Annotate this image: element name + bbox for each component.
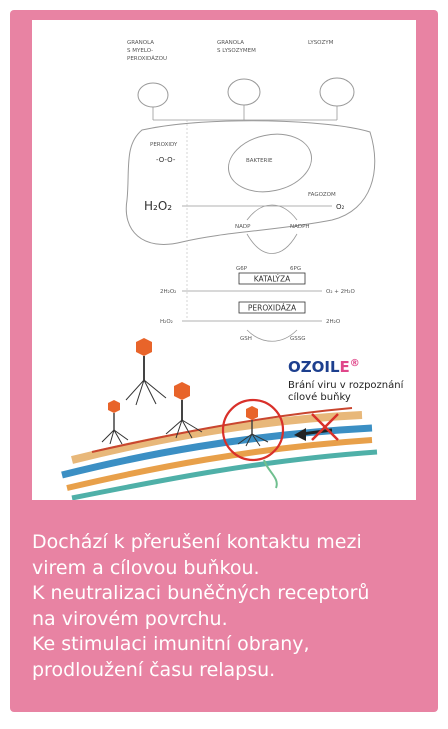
katalyza-box [238, 272, 306, 285]
peroxidy-label: PEROXIDY [150, 142, 178, 148]
phagosome [228, 133, 312, 193]
6pg-label: 6PG [290, 266, 301, 272]
fagozom-label: FAGOZOM [308, 192, 336, 198]
o2-label: O₂ [336, 203, 345, 211]
katalyza-left: 2H₂O₂ [160, 289, 176, 295]
peroxidaza-left: H₂O₂ [160, 319, 173, 325]
cell-membrane [61, 407, 378, 500]
peroxide-molecule: -O-O- [156, 156, 176, 164]
lysozyme-label: LYSOZYM [308, 40, 334, 46]
granule-mpo-label-2: S MYELO- [127, 48, 153, 54]
granule-mpo-label-3: PEROXIDÁZOU [127, 55, 167, 62]
phagosome-diagram: GRANOLA S MYELO- PEROXIDÁZOU GRANOLA S L… [61, 40, 405, 500]
caption-text: Dochází k přerušení kontaktu mezi virem … [32, 530, 432, 683]
caption-line: virem a cílovou buňkou. [32, 556, 260, 579]
description-line-1: Brání viru v rozpoznání [288, 379, 405, 391]
bakterie-label: BAKTERIE [246, 158, 273, 164]
granule-lys-label-1: GRANOLA [217, 40, 244, 46]
ozoile-logo: OZOILE® [288, 358, 360, 376]
description-line-2: cílové buňky [288, 391, 351, 403]
blocked-receptor-circle [221, 398, 285, 462]
caption-line: Ke stimulaci imunitní obrany, [32, 633, 310, 655]
nadph-label: NADPH [290, 224, 310, 230]
g6p-label: G6P [236, 266, 248, 272]
granule-lysozyme [227, 78, 261, 106]
lysozyme-granule [319, 77, 355, 107]
block-arrow [294, 413, 339, 441]
peroxidaza-box [238, 301, 306, 314]
h2o2-label: H₂O₂ [144, 199, 172, 213]
virus-small [101, 400, 129, 445]
diagram-figure: GRANOLA S MYELO- PEROXIDÁZOU GRANOLA S L… [32, 20, 416, 500]
caption-line: Dochází k přerušení kontaktu mezi [32, 531, 362, 553]
katalyza-right: O₂ + 2H₂O [326, 289, 355, 295]
peroxidaza-label: PEROXIDÁZA [248, 304, 297, 313]
info-card: GRANOLA S MYELO- PEROXIDÁZOU GRANOLA S L… [10, 10, 438, 712]
granule-lys-label-2: S LYSOZYMEM [217, 48, 256, 54]
virus-left [125, 338, 167, 406]
gsh-label: GSH [240, 336, 252, 342]
peroxidaza-right: 2H₂O [326, 319, 341, 325]
caption-line: prodloužení času relapsu. [32, 658, 276, 681]
nadp-label: NADP [235, 224, 251, 230]
granule-mpo [137, 82, 169, 108]
cell-outline [125, 120, 376, 245]
virus-middle [165, 382, 203, 439]
caption-line: K neutralizaci buněčných receptorů [32, 582, 370, 604]
katalyza-label: KATALÝZA [254, 275, 291, 284]
gssg-label: GSSG [290, 336, 306, 342]
caption-line: na virovém povrchu. [32, 607, 228, 630]
virus-blocked [237, 406, 269, 447]
granule-mpo-label-1: GRANOLA [127, 40, 154, 46]
